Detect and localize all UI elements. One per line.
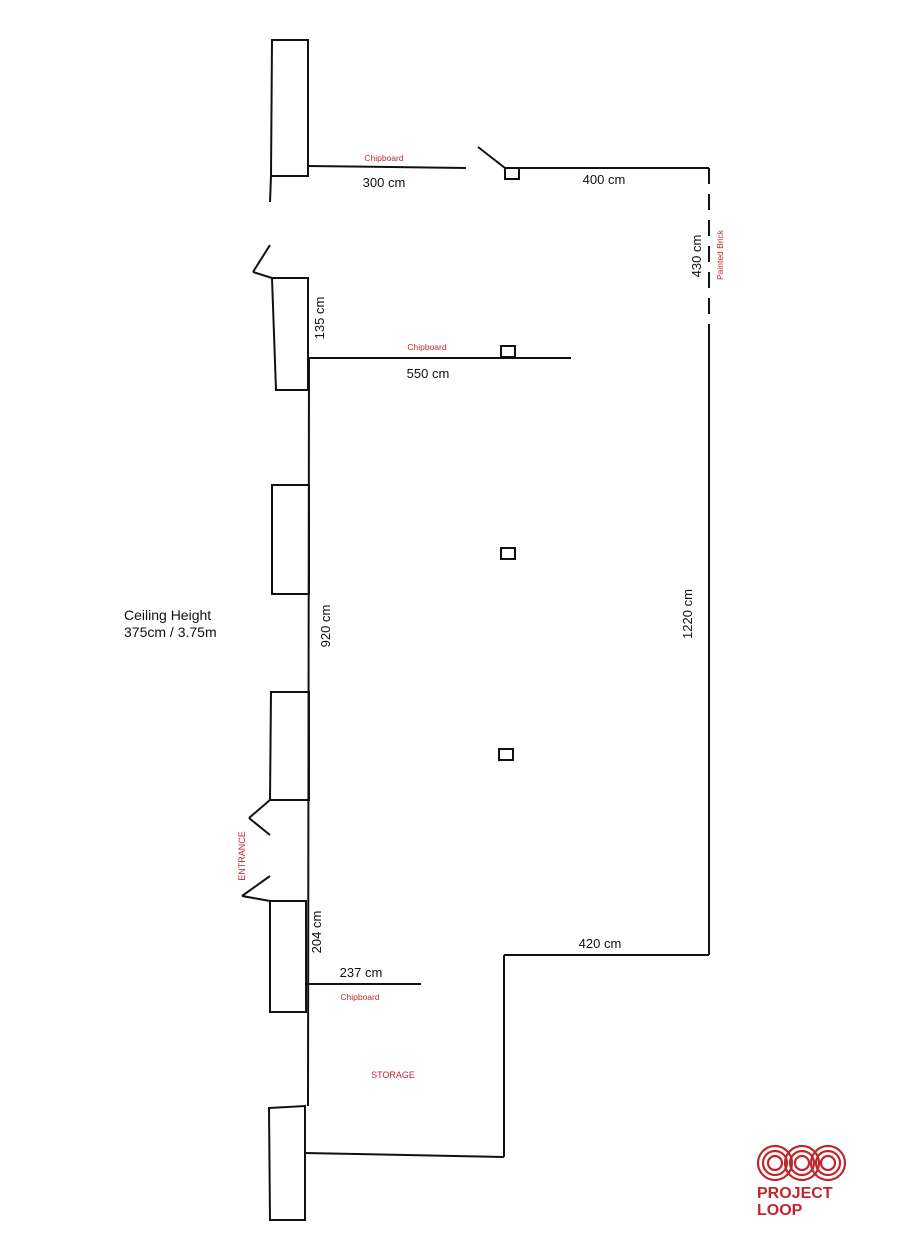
dim-right-main-wall: 1220 cm	[680, 589, 695, 639]
window-lower	[268, 691, 310, 801]
dim-bottom-step-wall: 420 cm	[579, 936, 622, 951]
logo-mark-icon	[756, 1144, 847, 1182]
column-upper	[500, 345, 516, 358]
column-top	[504, 167, 520, 180]
dim-left-lower-gap: 204 cm	[309, 911, 324, 954]
window-bottom	[267, 1104, 306, 1221]
material-top-partition: Chipboard	[364, 153, 403, 163]
dim-left-main-wall: 920 cm	[318, 605, 333, 648]
wall-left-main	[307, 357, 310, 1107]
project-loop-logo: PROJECT LOOP	[756, 1144, 847, 1219]
door-swing-upper-left-arm	[252, 244, 271, 273]
zone-storage: STORAGE	[371, 1070, 415, 1080]
logo-line-loop: LOOP	[757, 1202, 803, 1219]
entrance-swing-bottom	[241, 875, 271, 897]
dim-top-left-wall: 300 cm	[363, 175, 406, 190]
dim-middle-partition: 550 cm	[407, 366, 450, 381]
door-swing-upper-left	[252, 271, 273, 279]
material-middle-partition: Chipboard	[407, 342, 446, 352]
dim-right-upper-wall: 430 cm	[689, 235, 704, 278]
window-top-tail	[269, 175, 272, 203]
door-swing-top	[477, 146, 506, 169]
wall-bottom	[304, 1152, 505, 1158]
window-upper	[270, 277, 309, 391]
material-storage-partition: Chipboard	[340, 992, 379, 1002]
ceiling-height-label: Ceiling Height	[124, 607, 211, 623]
entrance-swing-bottom-arm	[241, 895, 271, 902]
window-top	[269, 39, 309, 177]
column-lower	[498, 748, 514, 761]
window-entrance-lower	[269, 900, 307, 1013]
wall-top-left	[307, 165, 467, 169]
dim-storage-partition: 237 cm	[340, 965, 383, 980]
logo-line-project: PROJECT	[757, 1185, 833, 1202]
entrance-swing-top-arm	[248, 817, 271, 836]
material-right-upper-wall: Painted Brick	[715, 229, 725, 280]
entrance-swing-top	[248, 799, 271, 819]
window-middle	[271, 484, 310, 595]
column-middle	[500, 547, 516, 560]
zone-entrance: ENTRANCE	[237, 831, 247, 881]
dim-top-right-wall: 400 cm	[583, 172, 626, 187]
dim-left-upper-gap: 135 cm	[312, 297, 327, 340]
ceiling-height-value: 375cm / 3.75m	[124, 624, 217, 640]
